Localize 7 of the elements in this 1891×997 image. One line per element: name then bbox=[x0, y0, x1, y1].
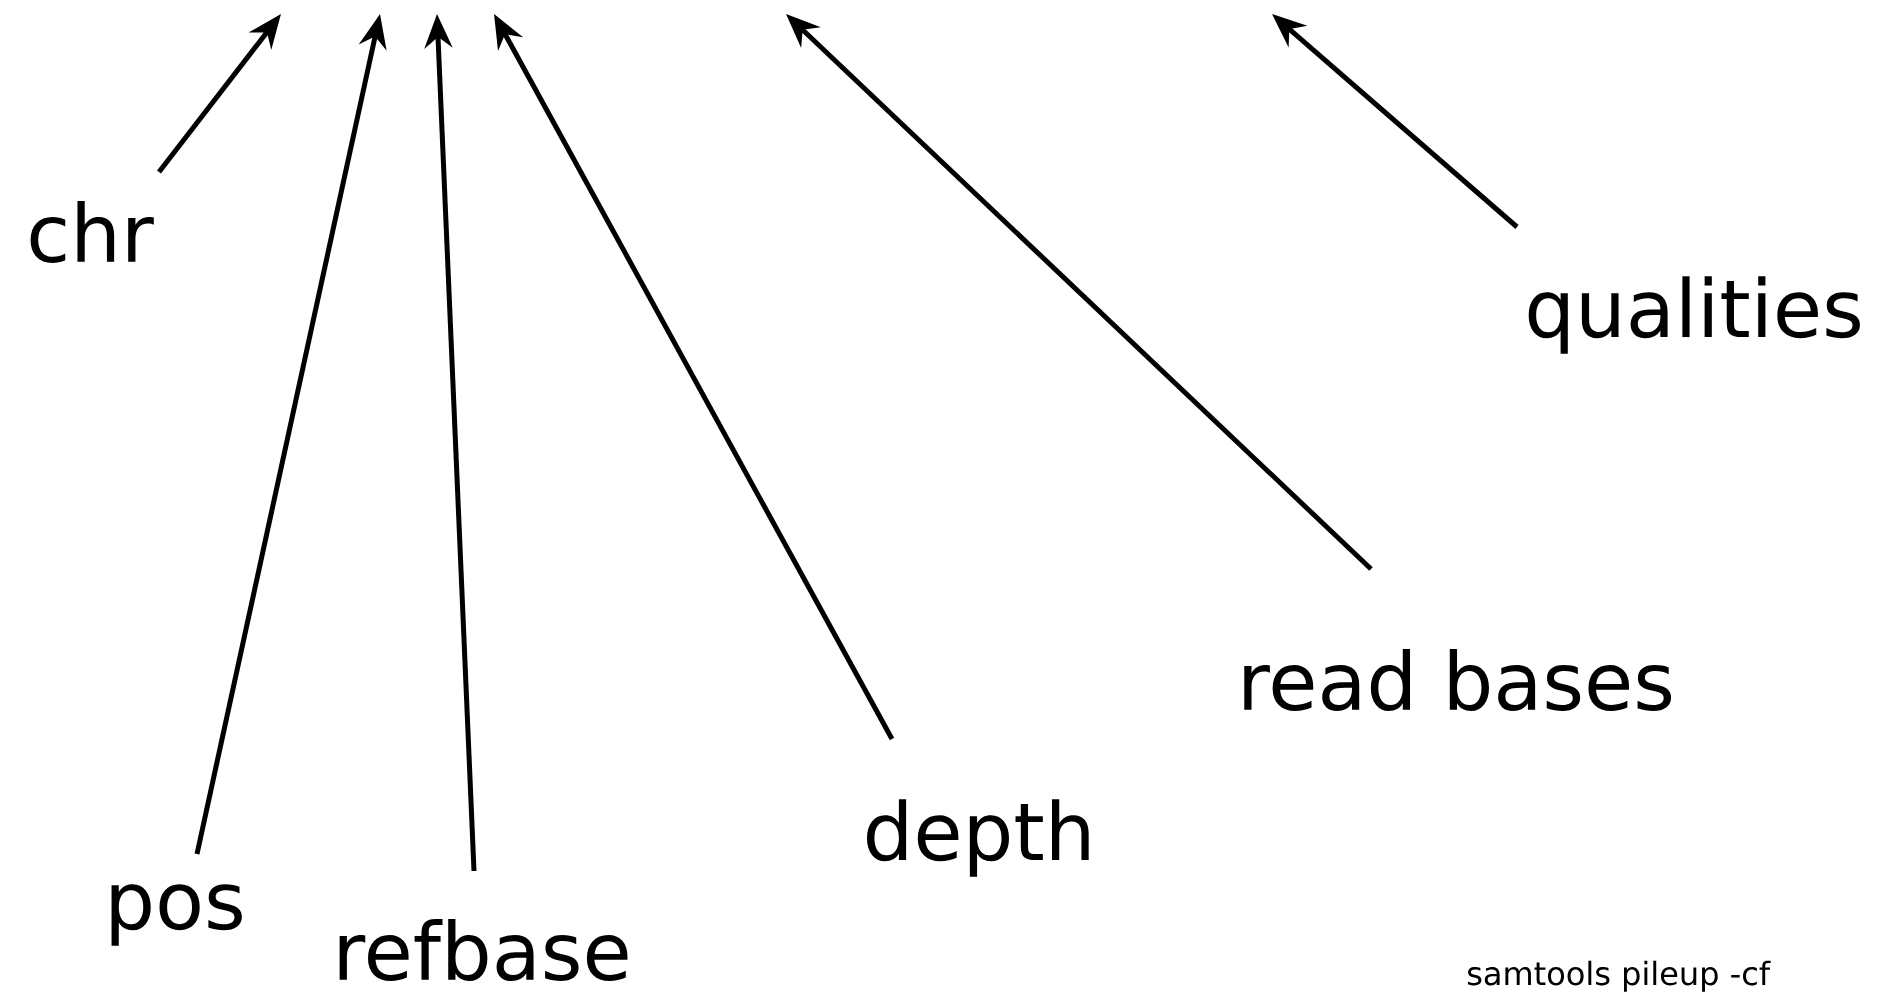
label-text: read bases bbox=[1244, 649, 1672, 711]
label-text: refbase bbox=[339, 919, 628, 981]
label-text: depth bbox=[867, 799, 1089, 877]
command-text: samtools pileup -cf bbox=[1467, 960, 1771, 992]
label-text: qualities bbox=[1528, 276, 1860, 354]
label-text: pos bbox=[111, 884, 242, 946]
label-text: chr bbox=[30, 201, 154, 263]
